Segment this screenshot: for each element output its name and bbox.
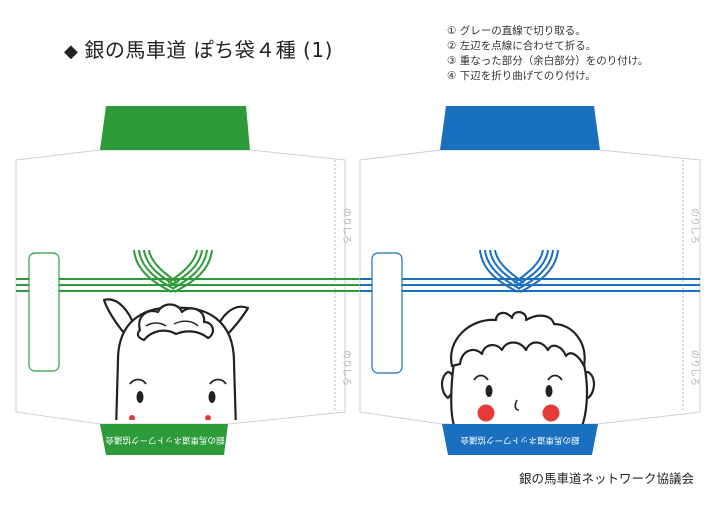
glue-area-label: のりしろ [341, 208, 352, 244]
bottom-band-text: 銀の馬車道ネットワーク協議会 [105, 435, 225, 446]
page-title: ◆銀の馬車道 ぽち袋４種 (1) [64, 34, 333, 63]
page-title-text: 銀の馬車道 ぽち袋４種 (1) [84, 38, 333, 62]
glue-area-label: のりしろ [689, 350, 700, 386]
mizuhiki-knot [133, 249, 213, 293]
top-flap [440, 106, 600, 150]
mizuhiki-cord-stripes [360, 278, 700, 292]
envelope-green: のりしろ のりしろ [15, 106, 360, 455]
envelope-blue: のりしろ のりしろ [359, 106, 701, 455]
instruction-step-3: ③ 重なった部分（余白部分）をのり付け。 [447, 55, 649, 67]
instruction-step-1: ① グレーの直線で切り取る。 [447, 25, 586, 37]
instructions-list: ① グレーの直線で切り取る。 ② 左辺を点線に合わせて折る。 ③ 重なった部分（… [447, 24, 648, 84]
mizuhiki-knot [479, 249, 559, 293]
diamond-icon: ◆ [64, 41, 79, 62]
bottom-band [100, 424, 228, 455]
glue-area-label: のりしろ [341, 350, 352, 386]
window-slot [28, 252, 60, 372]
boy-illustration [440, 311, 596, 425]
bottom-band [442, 424, 598, 455]
instruction-step-4: ④ 下辺を折り曲げてのり付け。 [447, 70, 596, 82]
glue-area-label: のりしろ [689, 208, 700, 244]
window-slot [371, 252, 403, 374]
bottom-band-text: 銀の馬車道ネットワーク協議会 [460, 435, 580, 446]
organization-footer: 銀の馬車道ネットワーク協議会 [518, 471, 694, 486]
instruction-step-2: ② 左辺を点線に合わせて折る。 [447, 40, 597, 52]
top-flap [100, 106, 250, 150]
horse-illustration [103, 298, 250, 420]
